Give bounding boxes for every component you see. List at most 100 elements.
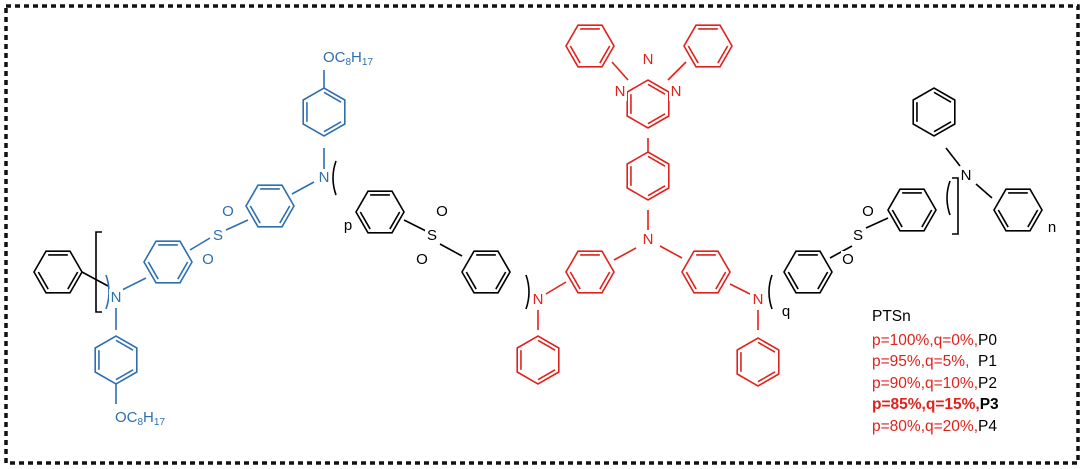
legend-ratio: p=85%,q=15%,: [872, 396, 980, 413]
benzene-ring: [993, 188, 1043, 232]
subscript-p: p: [344, 217, 352, 234]
atom-mask: [109, 289, 123, 307]
bond-line: [659, 245, 683, 259]
ring-double-bond: [115, 369, 134, 381]
legend-row-p1: p=95%,q=5%, P1: [872, 351, 999, 373]
atom-mask: [211, 227, 225, 245]
nitrogen-atom: N: [319, 169, 330, 186]
bond-line: [545, 281, 567, 295]
ring-double-bond: [647, 185, 666, 197]
sulfur-atom: S: [213, 227, 223, 244]
ring-double-bond: [67, 271, 79, 290]
oxygen-atom: O: [416, 251, 428, 268]
benzene-ring: [626, 151, 670, 201]
ring-double-bond: [647, 155, 666, 167]
legend-row-p4: p=80%,q=20%,P4: [872, 416, 999, 438]
bond-line: [729, 283, 751, 295]
ring-double-bond: [115, 339, 134, 351]
benzene-ring: [681, 250, 731, 294]
legend-polymer-name: P0: [978, 331, 997, 349]
subscript-q: q: [782, 303, 790, 320]
octyloxy-label: OC8H17: [323, 49, 373, 68]
ring-double-bond: [685, 271, 697, 290]
repeat-bracket: [768, 274, 773, 310]
ring-double-bond: [279, 205, 291, 224]
atom-mask: [751, 291, 765, 309]
bond-line: [611, 61, 629, 81]
nitrogen-atom: N: [615, 83, 626, 100]
bond-line: [439, 243, 463, 257]
legend-ratio: p=95%,q=5%,: [872, 353, 978, 370]
oxygen-atom: O: [222, 203, 234, 220]
nitrogen-atom: N: [533, 291, 544, 308]
atom-mask: [201, 251, 215, 269]
atom-mask: [435, 203, 449, 221]
ring-double-bond: [177, 261, 189, 280]
atom-mask: [613, 83, 627, 101]
ring-double-bond: [933, 121, 952, 133]
bond-line: [865, 217, 889, 229]
legend-polymer-name: P4: [978, 417, 997, 435]
benzene-ring: [302, 87, 346, 137]
bond-line: [403, 219, 429, 233]
bond-line: [121, 277, 147, 291]
ring-double-bond: [757, 341, 776, 353]
ring-double-bond: [359, 211, 371, 230]
ring-double-bond: [249, 205, 261, 224]
bond-lines: [81, 61, 993, 404]
legend-row-p3: p=85%,q=15%,P3: [872, 394, 999, 416]
benzene-ring: [783, 250, 833, 294]
atom-mask: [221, 203, 235, 221]
atom-mask: [317, 169, 331, 187]
benzene-ring: [516, 335, 560, 385]
ring-double-bond: [787, 271, 799, 290]
phenyl-end-ring: [33, 250, 83, 294]
bond-line: [667, 61, 687, 81]
sulfur-atom: S: [427, 227, 437, 244]
ring-double-bond: [1027, 209, 1039, 228]
benzene-ring: [683, 24, 733, 68]
benzene-ring: [887, 188, 937, 232]
benzene-ring: [565, 250, 615, 294]
subscript-n: n: [1048, 219, 1056, 236]
benzene-ring: [565, 24, 615, 68]
ring-double-bond: [569, 271, 581, 290]
bond-line: [975, 183, 993, 199]
ring-double-bond: [997, 209, 1009, 228]
ring-double-bond: [389, 211, 401, 230]
nitrogen-atom: N: [671, 83, 682, 100]
triazine-ring: [626, 79, 670, 129]
repeat-square-bracket: [95, 231, 102, 313]
legend-ratio: p=80%,q=20%,: [872, 417, 979, 435]
bond-line: [81, 271, 109, 287]
repeat-bracket: [105, 274, 110, 310]
atom-mask: [669, 83, 683, 101]
atom-mask: [531, 291, 545, 309]
ring-double-bond: [715, 271, 727, 290]
ring-double-bond: [687, 45, 699, 64]
nitrogen-atom: N: [753, 291, 764, 308]
benzene-ring: [736, 337, 780, 387]
ring-double-bond: [891, 209, 903, 228]
repeat-bracket: [946, 180, 951, 216]
polymer-legend: PTSn p=100%,q=0%,P0 p=95%,q=5%, P1 p=90%…: [872, 306, 999, 437]
bond-line: [613, 247, 637, 261]
ring-double-bond: [599, 45, 611, 64]
ring-double-bond: [323, 91, 342, 103]
ring-double-bond: [537, 369, 556, 381]
benzene-ring: [461, 250, 511, 294]
bond-line: [225, 219, 249, 231]
legend-ratio: p=100%,q=0%,: [872, 331, 979, 349]
ring-double-bond: [569, 45, 581, 64]
dashed-frame: [4, 4, 1080, 465]
ring-double-bond: [537, 339, 556, 351]
benzene-ring: [355, 190, 405, 234]
repeat-bracket: [332, 160, 337, 196]
benzene-ring: [143, 240, 193, 284]
atom-mask: [415, 251, 429, 269]
octyloxy-label: OC8H17: [115, 409, 165, 428]
aromatic-rings: [33, 24, 1043, 387]
ring-double-bond: [323, 121, 342, 133]
